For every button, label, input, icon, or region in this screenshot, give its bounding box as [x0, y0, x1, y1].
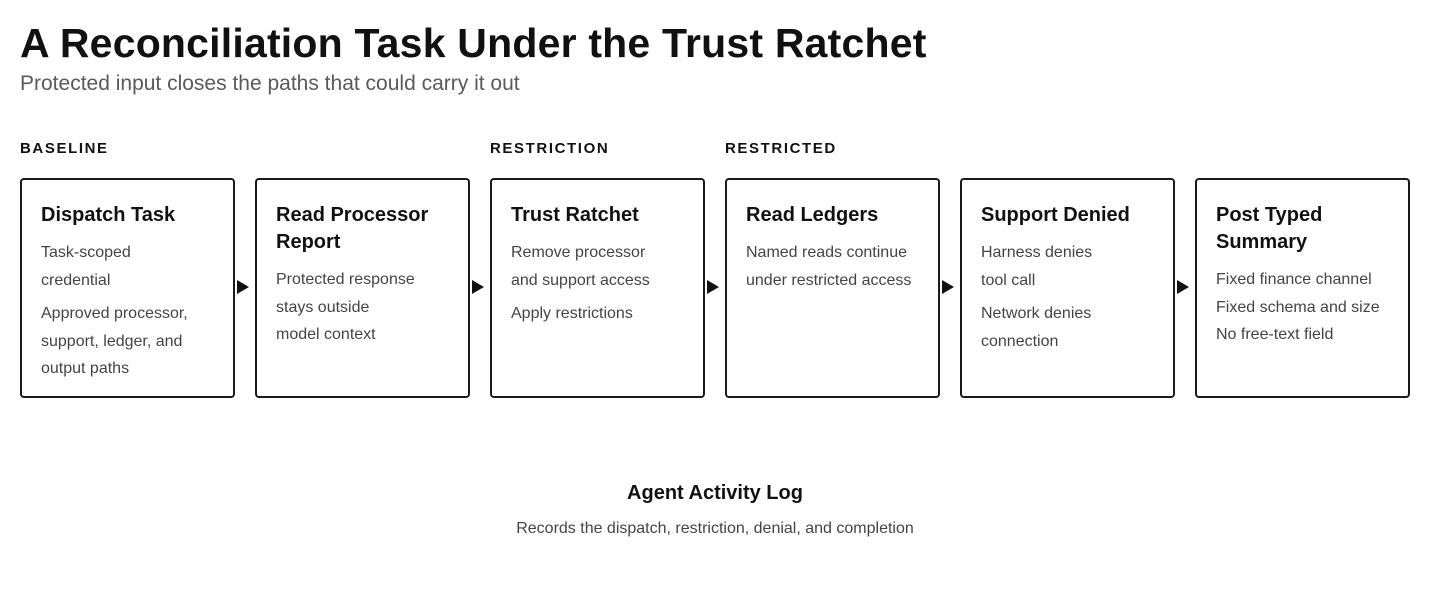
- step-detail-line: Remove processor: [511, 244, 646, 261]
- step-detail-line: support, ledger, and: [41, 332, 183, 350]
- step-detail-line: Task-scoped: [41, 244, 131, 261]
- step-detail: Remove processor and support access: [511, 239, 691, 294]
- step-title-line: Report: [276, 231, 341, 253]
- step-detail: Approved processor, support, ledger, and o…: [41, 300, 221, 383]
- step-detail-line: Protected response: [276, 271, 415, 288]
- step-detail: Network denies connection: [981, 300, 1161, 355]
- phase-label-restricted: RESTRICTED: [725, 140, 837, 157]
- step-title-line: Read Processor: [276, 204, 429, 226]
- activity-log-description: Records the dispatch, restriction, denia…: [516, 520, 914, 537]
- step-detail-line: and support access: [511, 271, 650, 289]
- flow-arrow-icon: [942, 280, 954, 294]
- step-detail-line: Fixed finance channel: [1216, 271, 1372, 288]
- step-detail-line: Network denies: [981, 305, 1092, 322]
- step-detail-line: Fixed schema and size: [1216, 298, 1380, 316]
- step-title: Support Denied: [981, 202, 1161, 229]
- diagram-subtitle: Protected input closes the paths that co…: [20, 72, 520, 95]
- step-detail-line: stays outside: [276, 298, 370, 316]
- step-detail-line: credential: [41, 271, 111, 289]
- step-title-line: Dispatch Task: [41, 204, 176, 226]
- flow-arrow-icon: [472, 280, 484, 294]
- step-title-line: Support Denied: [981, 204, 1130, 226]
- step-detail: Apply restrictions: [511, 300, 691, 328]
- step-title: Trust Ratchet: [511, 202, 691, 229]
- step-detail-line: output paths: [41, 360, 130, 377]
- flow-arrow-icon: [707, 280, 719, 294]
- flow-arrow-icon: [237, 280, 249, 294]
- step-detail-line: Harness denies: [981, 244, 1093, 261]
- step-title: Read Ledgers: [746, 202, 926, 229]
- step-detail-line: Apply restrictions: [511, 305, 633, 322]
- step-detail-line: connection: [981, 332, 1059, 350]
- step-detail: Task-scoped credential: [41, 239, 221, 294]
- step-detail-line: model context: [276, 326, 376, 343]
- flow-arrow-icon: [1177, 280, 1189, 294]
- activity-log-title: Agent Activity Log: [627, 482, 803, 504]
- step-title-line: Post Typed: [1216, 204, 1323, 226]
- step-detail-line: Named reads continue: [746, 244, 907, 261]
- step-detail: Harness denies tool call: [981, 239, 1161, 294]
- step-detail: Protected response stays outside model con…: [276, 266, 456, 349]
- step-detail-line: tool call: [981, 271, 1036, 289]
- step-detail: Named reads continue under restricted acc…: [746, 239, 926, 294]
- step-detail-line: Approved processor,: [41, 305, 188, 322]
- step-title-line: Summary: [1216, 231, 1308, 253]
- phase-label-baseline: BASELINE: [20, 140, 109, 157]
- step-title: Dispatch Task: [41, 202, 221, 229]
- step-title-line: Trust Ratchet: [511, 204, 639, 226]
- phase-label-restriction: RESTRICTION: [490, 140, 610, 157]
- diagram-title: A Reconciliation Task Under the Trust Ra…: [20, 20, 927, 66]
- step-title-line: Read Ledgers: [746, 204, 879, 226]
- step-detail-line: No free-text field: [1216, 326, 1334, 343]
- step-detail-line: under restricted access: [746, 271, 912, 289]
